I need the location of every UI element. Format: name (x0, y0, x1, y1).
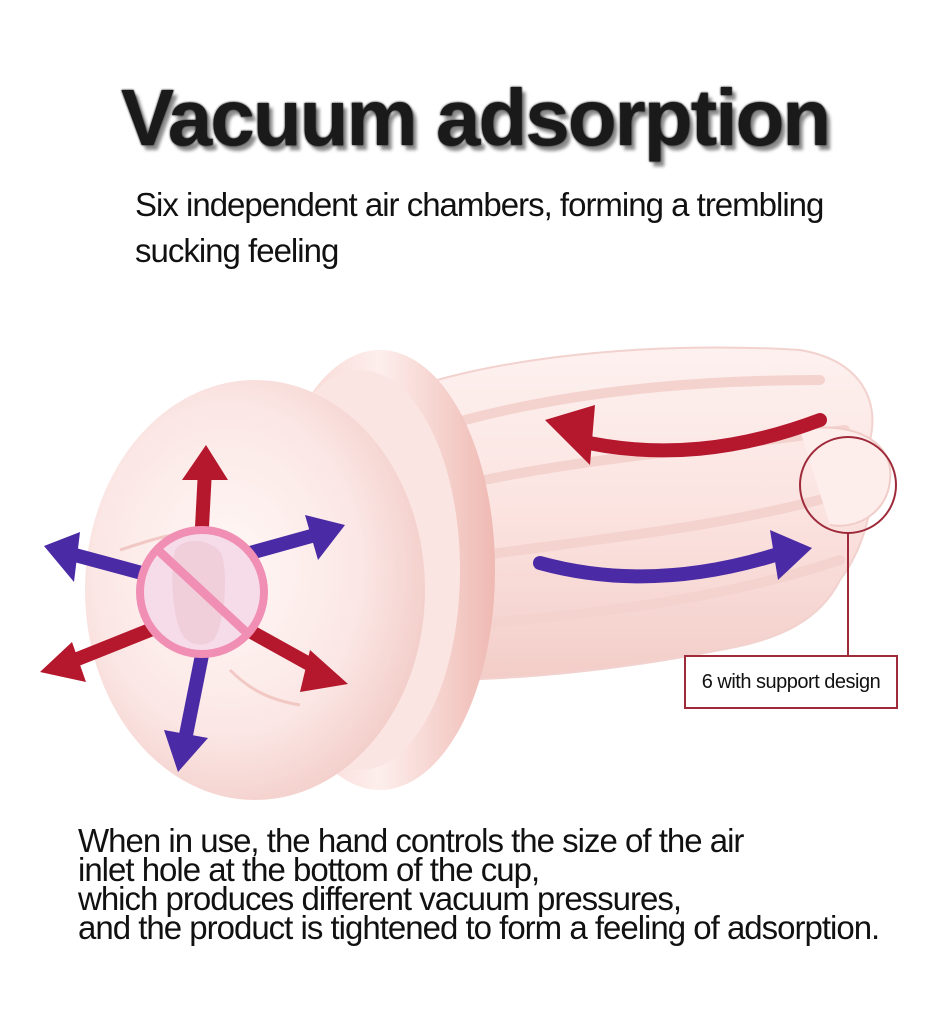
callout-marker (799, 436, 897, 655)
air-flow-arrow-top (545, 405, 827, 465)
description-line: and the product is tightened to form a f… (78, 909, 880, 946)
description-line: inlet hole at the bottom of the cup, (78, 851, 540, 888)
description: When in use, the hand controls the size … (78, 822, 938, 946)
page-title: Vacuum adsorption (120, 73, 831, 162)
subtitle: Six independent air chambers, forming a … (135, 186, 824, 269)
description-line: which produces different vacuum pressure… (78, 880, 682, 917)
callout-label: 6 with support design (684, 655, 898, 709)
description-line: When in use, the hand controls the size … (78, 822, 744, 859)
no-entry-circle-icon (136, 526, 268, 658)
product-illustration (40, 346, 897, 800)
air-flow-arrow-bottom (533, 530, 812, 584)
